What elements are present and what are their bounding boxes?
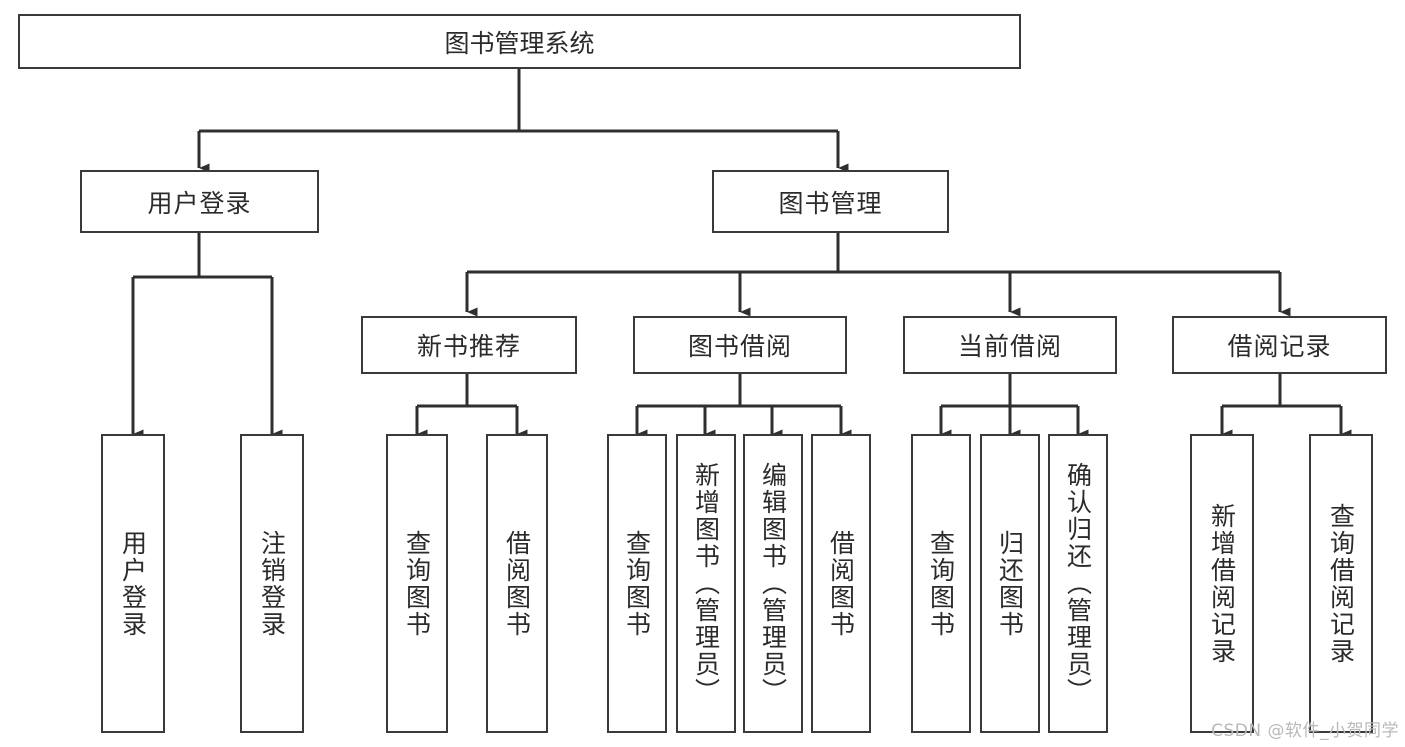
leaf-query-book-recommend[interactable]: 查询图书 (386, 434, 448, 733)
leaf-user-login[interactable]: 用户登录 (101, 434, 165, 733)
leaf-borrow-book-label: 借阅图书 (826, 529, 856, 638)
leaf-query-book-current-label: 查询图书 (926, 529, 956, 638)
leaf-query-book-borrow-label: 查询图书 (622, 529, 652, 638)
leaf-confirm-return-admin[interactable]: 确认归还（管理员） (1048, 434, 1108, 733)
leaf-user-login-label: 用户登录 (118, 529, 148, 638)
leaf-borrow-book[interactable]: 借阅图书 (811, 434, 871, 733)
leaf-edit-book-admin-label: 编辑图书（管理员） (758, 462, 788, 705)
leaf-query-book-recommend-label: 查询图书 (402, 529, 432, 638)
leaf-borrow-book-recommend[interactable]: 借阅图书 (486, 434, 548, 733)
leaf-return-book[interactable]: 归还图书 (980, 434, 1040, 733)
node-new-book-recommend[interactable]: 新书推荐 (361, 316, 577, 374)
node-book-borrow[interactable]: 图书借阅 (633, 316, 847, 374)
node-book-borrow-label: 图书借阅 (687, 332, 792, 361)
node-book-management[interactable]: 图书管理 (712, 170, 949, 233)
leaf-add-borrow-record-label: 新增借阅记录 (1207, 502, 1237, 665)
leaf-edit-book-admin[interactable]: 编辑图书（管理员） (743, 434, 803, 733)
node-root-label: 图书管理系统 (444, 28, 595, 58)
node-current-borrow-label: 当前借阅 (957, 332, 1062, 361)
leaf-confirm-return-admin-label: 确认归还（管理员） (1063, 462, 1093, 705)
leaf-query-borrow-record-label: 查询借阅记录 (1326, 502, 1356, 665)
leaf-add-book-admin[interactable]: 新增图书（管理员） (676, 434, 736, 733)
leaf-query-book-borrow[interactable]: 查询图书 (607, 434, 667, 733)
watermark: CSDN @软件_小贺同学 (1211, 721, 1399, 741)
leaf-return-book-label: 归还图书 (995, 529, 1025, 638)
node-current-borrow[interactable]: 当前借阅 (903, 316, 1117, 374)
leaf-query-book-current[interactable]: 查询图书 (911, 434, 971, 733)
leaf-add-borrow-record[interactable]: 新增借阅记录 (1190, 434, 1254, 733)
leaf-borrow-book-recommend-label: 借阅图书 (502, 529, 532, 638)
leaf-logout-label: 注销登录 (257, 529, 287, 638)
leaf-logout[interactable]: 注销登录 (240, 434, 304, 733)
node-borrow-record-label: 借阅记录 (1227, 332, 1332, 361)
node-user-login-label: 用户登录 (147, 188, 252, 218)
node-book-management-label: 图书管理 (778, 188, 883, 218)
leaf-query-borrow-record[interactable]: 查询借阅记录 (1309, 434, 1373, 733)
node-new-book-recommend-label: 新书推荐 (416, 332, 521, 361)
node-borrow-record[interactable]: 借阅记录 (1172, 316, 1387, 374)
leaf-add-book-admin-label: 新增图书（管理员） (691, 462, 721, 705)
node-user-login[interactable]: 用户登录 (80, 170, 319, 233)
node-root[interactable]: 图书管理系统 (18, 14, 1021, 69)
